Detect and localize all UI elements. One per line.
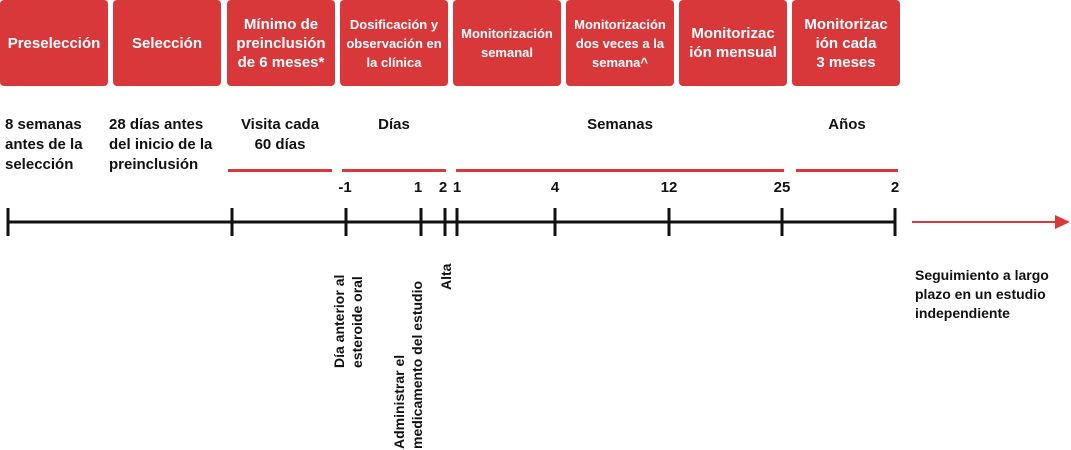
preselection-description: 8 semanas antes de la selección: [5, 116, 83, 173]
selection-description: 28 días antes del inicio de la preinclus…: [109, 116, 213, 173]
phase-monthly: Monitorizac ión mensual: [679, 0, 787, 86]
phase-preselection: Preselección: [0, 0, 108, 86]
phase-label: Selección: [131, 34, 203, 52]
phase-label: Dosificación y observación en la clínica: [346, 16, 442, 70]
event-administer: Administrar el medicamento del estudio: [391, 280, 425, 449]
days-label: Días: [378, 116, 410, 133]
phase-weekly: Monitorización semanal: [453, 0, 561, 86]
tick-label-day-2: 2: [438, 179, 448, 196]
phase-label: Mínimo de preinclusión de 6 meses*: [236, 15, 326, 71]
weeks-underline: [456, 169, 784, 172]
event-day-before: Día anterior al esteroide oral: [331, 274, 365, 368]
years-label: Años: [828, 116, 866, 133]
phase-label: Monitorizac ión mensual: [689, 25, 777, 61]
phase-twice-weekly: Monitorización dos veces a la semana^: [566, 0, 674, 86]
followup-arrow-head: [1055, 215, 1070, 229]
tick-label-week-4: 4: [550, 179, 560, 196]
phase-label: Monitorización dos veces a la semana^: [574, 16, 666, 70]
tick-label-week-1: 1: [452, 179, 462, 196]
tick-label-day-minus1: -1: [338, 179, 352, 196]
phase-dosing: Dosificación y observación en la clínica: [340, 0, 448, 86]
phase-run-in: Mínimo de preinclusión de 6 meses*: [227, 0, 335, 86]
tick-label-week-25: 25: [773, 179, 791, 196]
tick-label-day-1: 1: [413, 179, 423, 196]
run-in-description: Visita cada 60 días: [240, 116, 320, 153]
followup-text: Seguimiento a largo plazo en un estudio …: [915, 267, 1049, 321]
phase-selection: Selección: [113, 0, 221, 86]
run-in-underline: [228, 169, 332, 172]
weeks-label: Semanas: [587, 116, 653, 133]
phase-label: Monitorizac ión cada 3 meses: [804, 15, 888, 71]
tick-label-year-2: 2: [890, 179, 900, 196]
phase-label: Monitorización semanal: [461, 26, 553, 60]
event-discharge: Alta: [438, 263, 454, 290]
years-underline: [796, 169, 898, 172]
phase-quarterly: Monitorizac ión cada 3 meses: [792, 0, 900, 86]
tick-label-week-12: 12: [660, 179, 678, 196]
days-underline: [342, 169, 446, 172]
phase-label: Preselección: [7, 34, 101, 52]
